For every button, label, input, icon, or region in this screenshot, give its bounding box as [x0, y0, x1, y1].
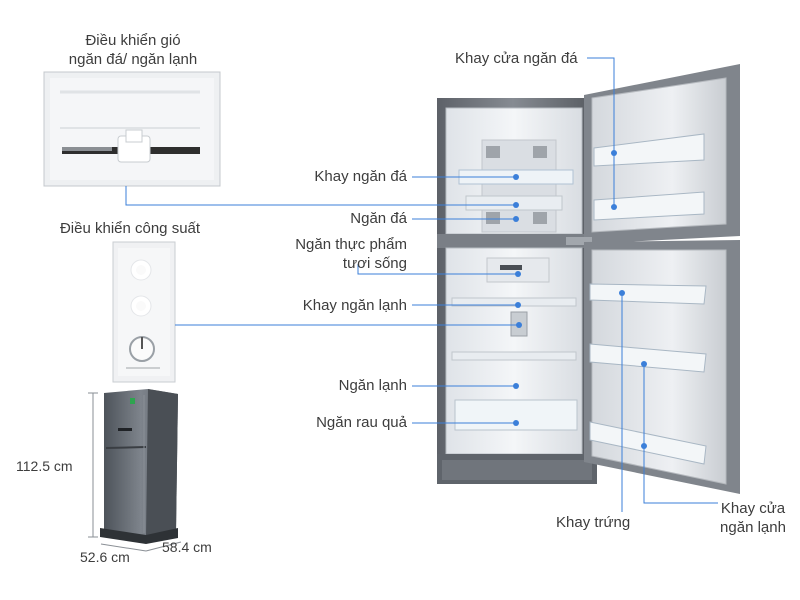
- label-fridge-tray: Khay ngăn lạnh: [302, 297, 407, 314]
- label-fresh-food: Ngăn thực phẩm tươi sống: [295, 236, 407, 272]
- dot-freezer-door-2: [611, 204, 617, 210]
- dot-fridge-tray: [515, 302, 521, 308]
- dimension-lines: [88, 392, 182, 552]
- dimension-height: 112.5 cm: [16, 458, 73, 474]
- label-air-control: Điều khiển gió ngăn đá/ ngăn lạnh: [68, 32, 198, 68]
- main-fridge: [437, 64, 740, 494]
- label-power-control: Điều khiển công suất: [59, 220, 201, 237]
- label-egg-tray: Khay trứng: [556, 514, 631, 531]
- dot-vegetable: [513, 420, 519, 426]
- dimension-width: 52.6 cm: [80, 549, 130, 565]
- label-freezer-door-tray: Khay cửa ngăn đá: [455, 50, 578, 67]
- dot-power-control: [516, 322, 522, 328]
- dot-air-control: [513, 202, 519, 208]
- dot-ice-tray: [513, 174, 519, 180]
- label-vegetable-drawer: Ngăn rau quả: [316, 414, 407, 431]
- callout-dots: [513, 150, 647, 449]
- label-freezer: Ngăn đá: [350, 210, 407, 227]
- dot-fridge: [513, 383, 519, 389]
- dot-freezer-door-1: [611, 150, 617, 156]
- callout-lines: [125, 57, 718, 512]
- air-control-inset: [43, 71, 221, 187]
- small-fridge-image: [100, 389, 178, 544]
- dot-freezer: [513, 216, 519, 222]
- dot-egg-tray: [619, 290, 625, 296]
- label-fridge: Ngăn lạnh: [338, 377, 407, 394]
- dot-fridge-door-2: [641, 443, 647, 449]
- dimension-depth: 58.4 cm: [162, 539, 212, 555]
- label-fridge-door-tray: Khay cửa ngăn lạnh: [720, 500, 786, 536]
- power-control-inset: [112, 241, 176, 383]
- dot-fridge-door-1: [641, 361, 647, 367]
- label-ice-tray: Khay ngăn đá: [314, 168, 407, 185]
- dot-fresh-food: [515, 271, 521, 277]
